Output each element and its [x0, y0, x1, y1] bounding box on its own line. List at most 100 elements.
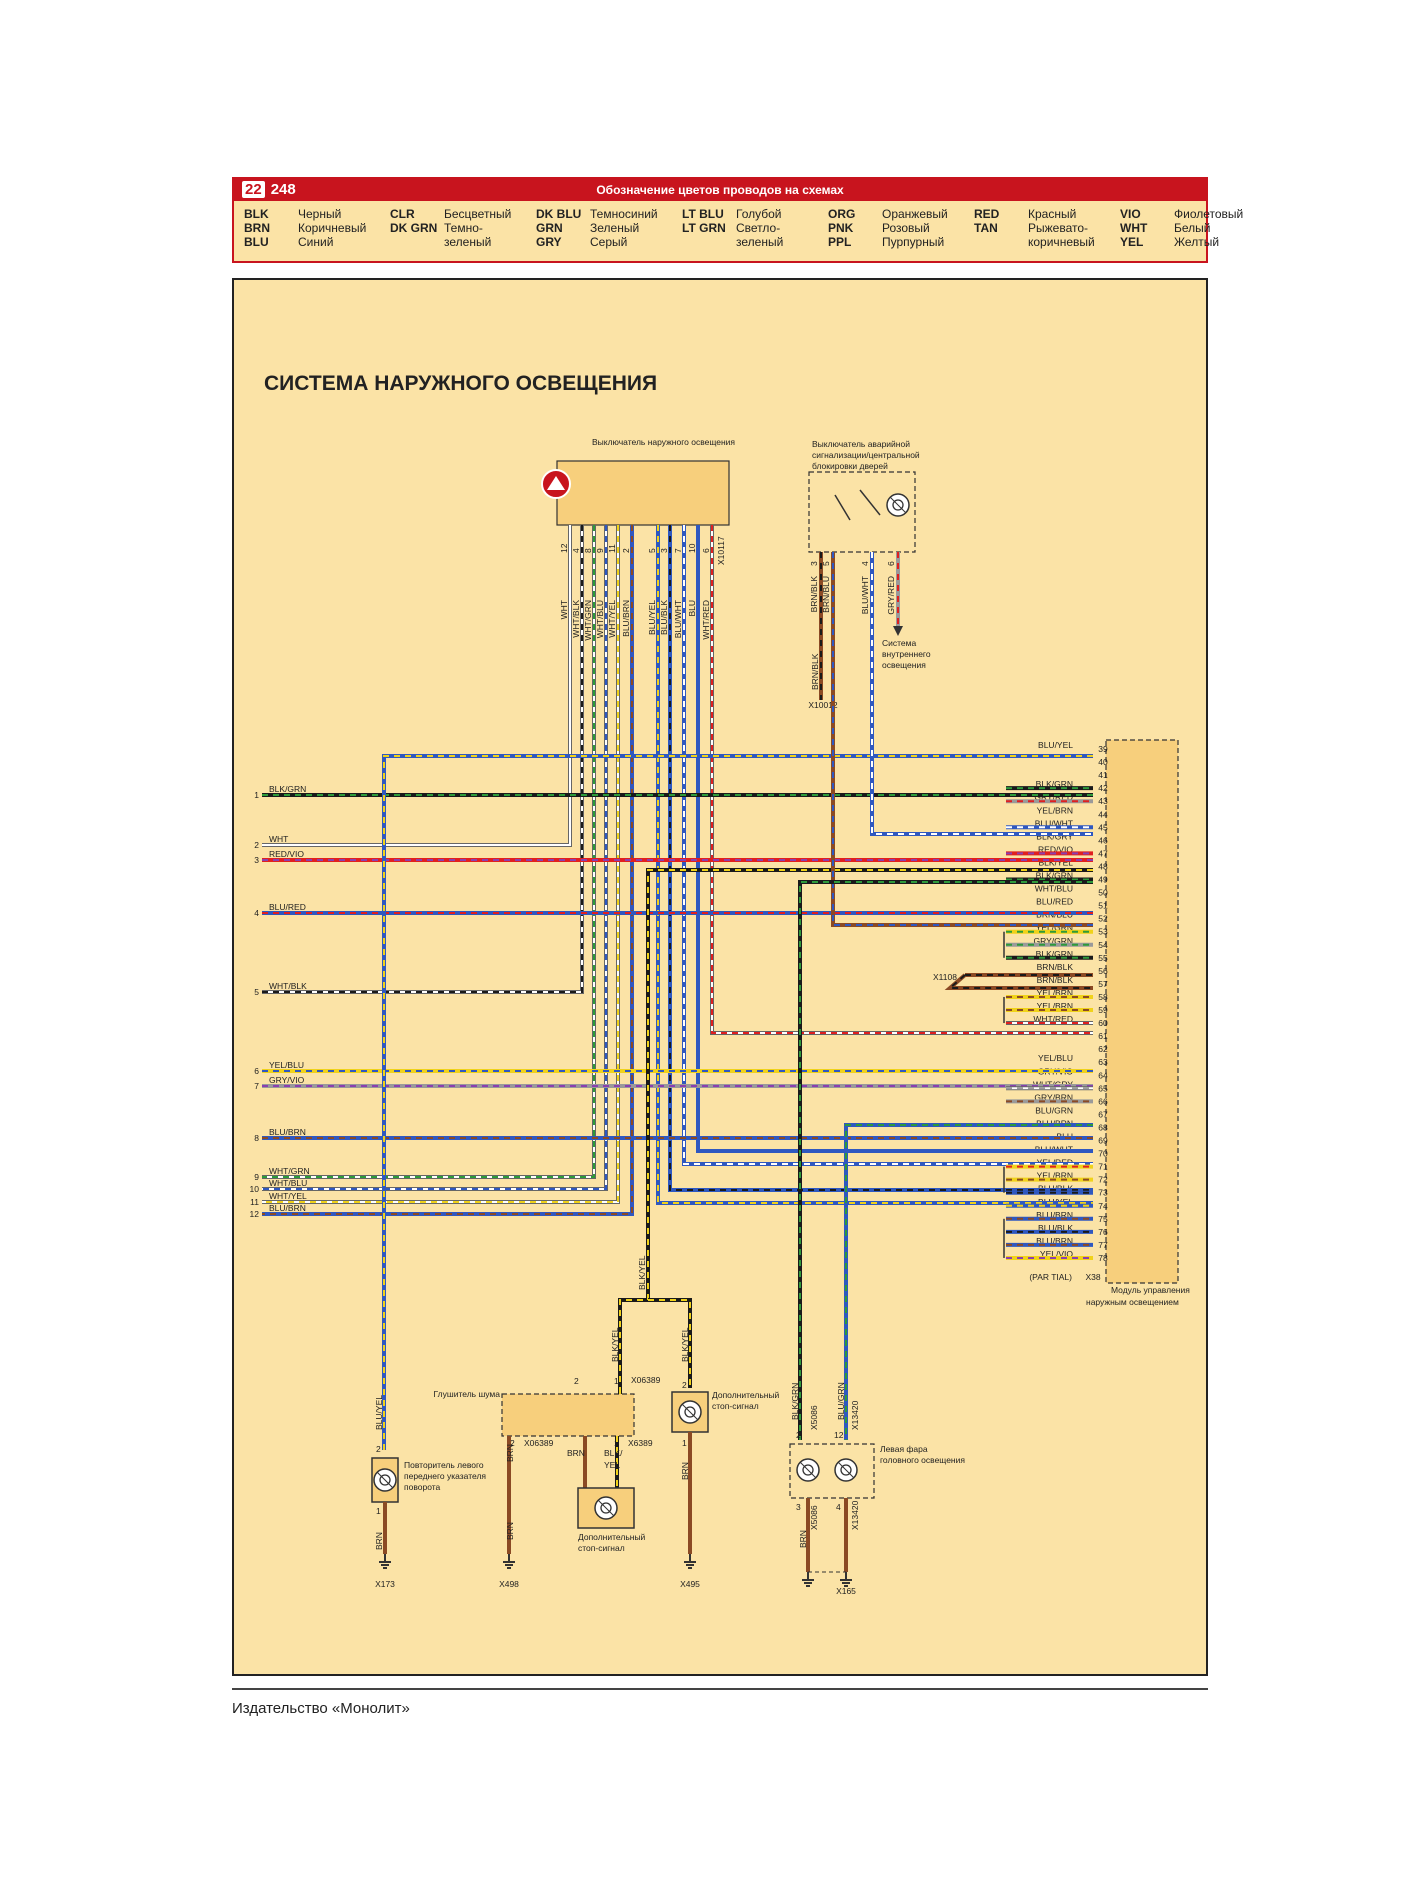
wire-path — [262, 525, 608, 1191]
module-pin-wire: YEL/BRN — [1037, 1001, 1073, 1011]
wire-stripe — [669, 525, 1093, 1191]
module-label: наружным освещением — [1086, 1297, 1179, 1307]
connector-label: X06389 — [524, 1438, 554, 1448]
module-pin-number: 58 — [1098, 992, 1108, 1002]
wire-stripe — [711, 525, 1093, 1034]
pin-number: 1 — [614, 1376, 619, 1386]
color-name: Серый — [590, 235, 628, 249]
bulb-icon — [799, 1461, 817, 1479]
left-pin-wire: WHT/YEL — [269, 1191, 307, 1201]
wire-stripe — [648, 1299, 691, 1388]
module-pin-wire: BLU/GRN — [1035, 1105, 1073, 1115]
legend-entry: зеленый — [390, 235, 526, 249]
color-name: Бесцветный — [444, 207, 512, 221]
module-pin-wire: YEL/BRN — [1037, 805, 1073, 815]
color-name: Темносиний — [590, 207, 658, 221]
wire-label: BRN — [505, 1444, 515, 1462]
switch-pin-wire: BLU — [687, 600, 697, 617]
hazard-switch — [808, 471, 916, 553]
switch-pin-wire: WHT — [559, 600, 569, 619]
color-code: PNK — [828, 221, 854, 235]
pin-number: 2 — [376, 1444, 381, 1454]
switch-pin-wire: WHT/GRN — [583, 600, 593, 641]
left-pin-wire: BLU/BRN — [269, 1127, 306, 1137]
bulb-icon — [840, 1464, 852, 1476]
color-name: Голубой — [736, 207, 782, 221]
left-pin-number: 1 — [254, 790, 259, 800]
module-pin-wire: YEL/BLU — [1038, 1053, 1073, 1063]
color-code: GRN — [536, 221, 563, 235]
module-pin-wire: YEL/GRN — [1036, 923, 1073, 933]
connector-label: X498 — [499, 1579, 519, 1589]
switch-pin-wire: BLU/YEL — [647, 600, 657, 635]
switch-pin-number: 5 — [647, 548, 657, 553]
pin-number: 1 — [682, 1438, 687, 1448]
switch-pin-number: 2 — [621, 548, 631, 553]
hazard-label: сигнализации/центральной — [812, 450, 920, 460]
color-code: TAN — [974, 221, 998, 235]
wire-label: BRN — [680, 1462, 690, 1480]
wire-stripe — [947, 974, 1093, 989]
hazard-label: блокировки дверей — [812, 461, 888, 471]
wire-stripe — [262, 525, 595, 1178]
stop-label: Дополнительный — [578, 1532, 646, 1542]
module-connector: X38 — [1085, 1272, 1100, 1282]
color-code: CLR — [390, 207, 415, 221]
module-pin-wire: BLK/GRN — [1036, 779, 1073, 789]
module-pin-number: 75 — [1098, 1214, 1108, 1224]
module-pin-number: 72 — [1098, 1175, 1108, 1185]
repeater-label: поворота — [404, 1482, 441, 1492]
arrow-icon — [893, 626, 903, 636]
control-module — [1105, 739, 1179, 1284]
module-pin-wire: BLU/WHT — [1035, 818, 1073, 828]
connector-label: X173 — [375, 1579, 395, 1589]
pin-number: 2 — [796, 1430, 801, 1440]
silencer-label: Глушитель шума — [434, 1389, 501, 1399]
connector-label: X495 — [680, 1579, 700, 1589]
legend-entry: LT BLU Голубой — [682, 207, 818, 221]
interior-label: освещения — [882, 660, 926, 670]
page-label: 248 — [270, 181, 296, 198]
color-code: LT BLU — [682, 207, 724, 221]
module-pin-number: 63 — [1098, 1057, 1108, 1067]
module-pin-wire: WHT/BLU — [1035, 884, 1073, 894]
module-pin-number: 52 — [1098, 914, 1108, 924]
wire-path — [696, 525, 1093, 1153]
headlamp-label: Левая фара — [880, 1444, 928, 1454]
repeater-label: Повторитель левого — [404, 1460, 484, 1470]
color-name: зеленый — [444, 235, 492, 249]
wire-label: BRN — [505, 1522, 515, 1540]
module-pin-number: 53 — [1098, 927, 1108, 937]
color-name: Оранжевый — [882, 207, 948, 221]
module-pin-number: 41 — [1098, 770, 1108, 780]
connector-label: X10012 — [808, 700, 838, 710]
repeater-label: переднего указателя — [404, 1471, 486, 1481]
module-pin-number: 43 — [1098, 796, 1108, 806]
wire-core — [262, 525, 607, 1190]
switch-contact-icon — [859, 489, 881, 516]
wire-stripe — [657, 525, 1093, 1204]
hazard-pin-wire: BRN/BLK — [809, 576, 819, 613]
left-pin-number: 6 — [254, 1066, 259, 1076]
module-pin-number: 71 — [1098, 1162, 1108, 1172]
wire-core — [262, 525, 571, 846]
wire-label: BLK/YEL — [610, 1327, 620, 1362]
wire-path — [682, 525, 1093, 1166]
switch-pin-wire: WHT/RED — [701, 600, 711, 640]
color-name: Рыжевато- — [1028, 221, 1089, 235]
bulb-icon — [684, 1406, 696, 1418]
wire-path — [262, 525, 584, 994]
wire-stripe — [262, 525, 619, 1203]
stop-label: стоп-сигнал — [578, 1543, 625, 1553]
left-pin-wire: BLU/BRN — [269, 1203, 306, 1213]
